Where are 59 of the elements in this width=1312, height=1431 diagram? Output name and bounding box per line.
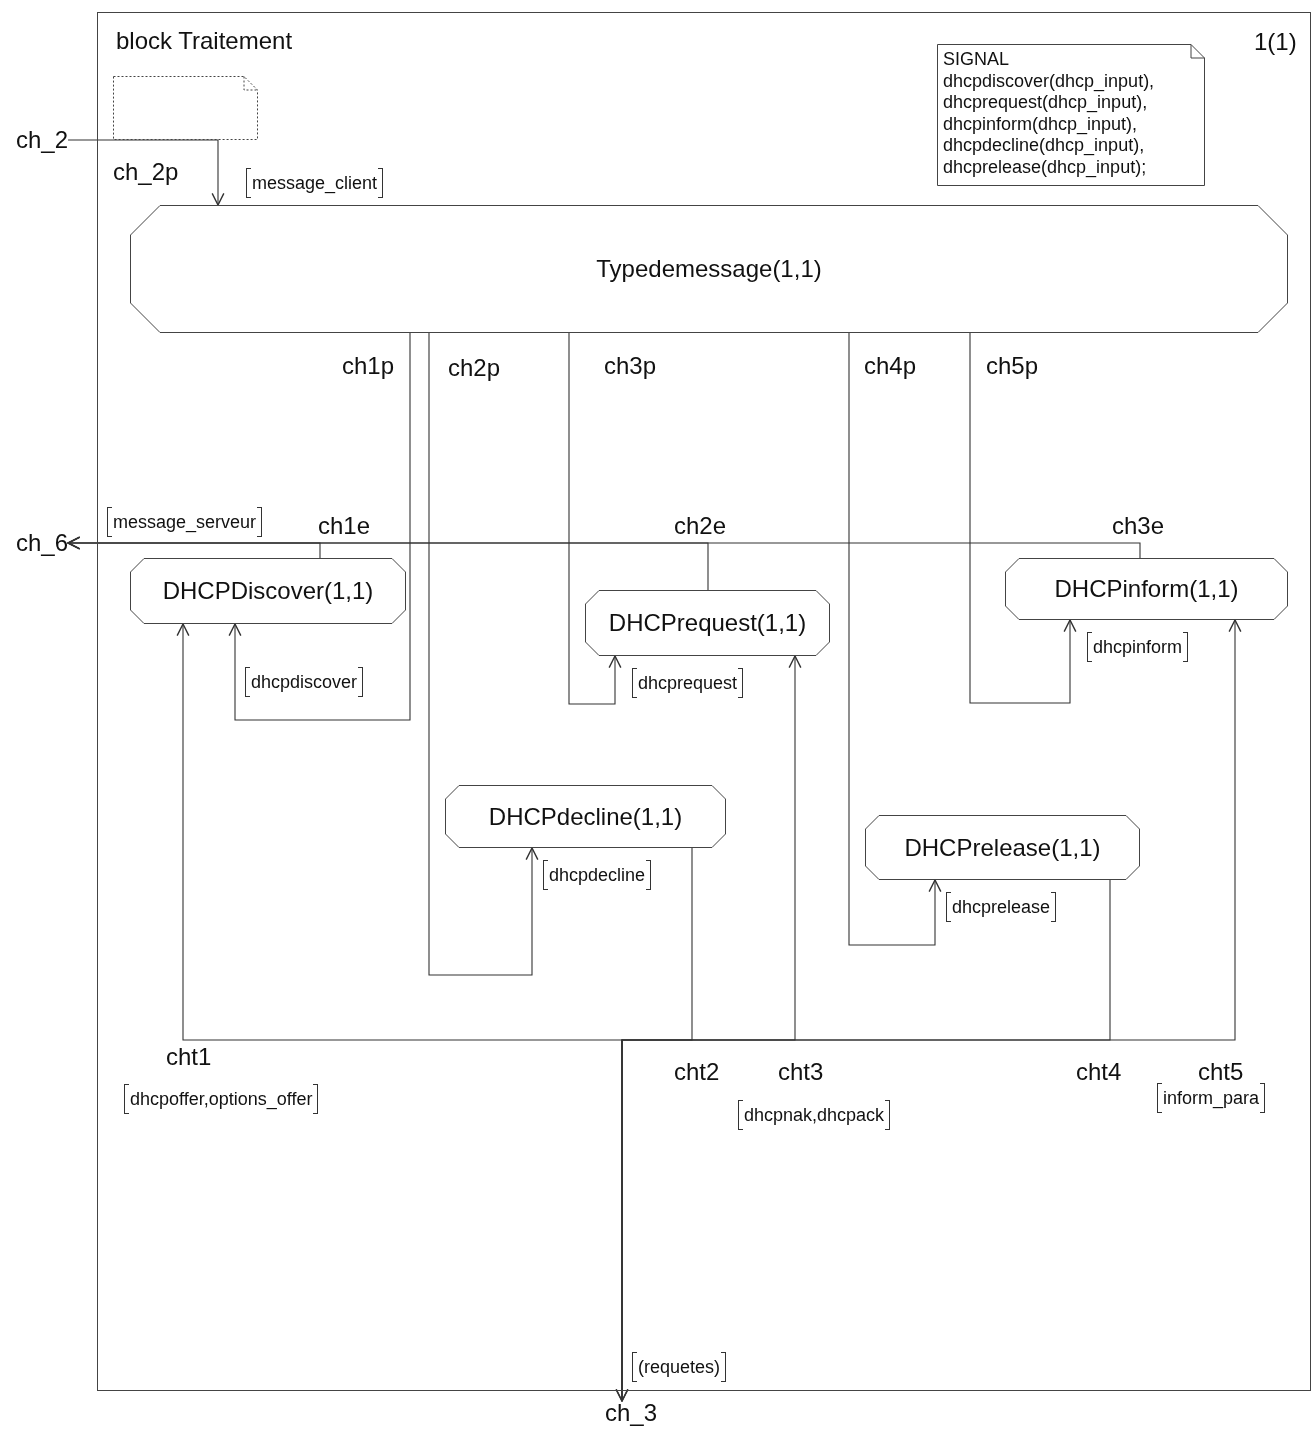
channel-name: ch3p bbox=[604, 354, 657, 378]
process-name: DHCPdecline(1,1) bbox=[488, 802, 683, 831]
signal-route-arrow bbox=[969, 332, 1077, 704]
signal-route-arrow bbox=[228, 332, 411, 721]
signal-declaration: dhcprequest(dhcp_input), bbox=[943, 92, 1149, 114]
signal-list-label: dhcpnak,dhcpack bbox=[738, 1100, 891, 1130]
signal-declaration-note bbox=[937, 44, 1205, 186]
channel-name: cht5 bbox=[1198, 1060, 1244, 1084]
signal-list-label: message_serveur bbox=[107, 507, 263, 537]
channel-name: ch1p bbox=[342, 354, 395, 378]
signal-list-label: dhcprelease bbox=[946, 892, 1057, 922]
signal-list-label: (requetes) bbox=[632, 1352, 727, 1382]
channel-name: ch_2p bbox=[113, 160, 179, 184]
signal-list-label: dhcpoffer,options_offer bbox=[124, 1084, 319, 1114]
process-name: DHCPrelease(1,1) bbox=[904, 833, 1101, 862]
signal-route-arrow bbox=[67, 139, 225, 206]
channel-name: ch2p bbox=[448, 356, 501, 380]
channel-name: ch1e bbox=[318, 514, 371, 538]
channel-name: ch3e bbox=[1112, 514, 1165, 538]
channel-name: ch_6 bbox=[16, 531, 69, 555]
channel-name: cht3 bbox=[778, 1060, 824, 1084]
page-number: 1(1) bbox=[1254, 30, 1297, 54]
channel-name: ch5p bbox=[986, 354, 1039, 378]
signal-list-label: inform_para bbox=[1157, 1083, 1266, 1113]
signal-list-label: dhcpdiscover bbox=[245, 667, 364, 697]
signal-declaration: dhcprelease(dhcp_input); bbox=[943, 156, 1148, 179]
signal-list-label: dhcpdecline bbox=[543, 860, 652, 890]
signal-list-label: message_client bbox=[246, 168, 384, 198]
note-heading: SIGNAL bbox=[943, 49, 1011, 71]
block-frame bbox=[97, 12, 1311, 1391]
signal-declaration: dhcpinform(dhcp_input), bbox=[943, 113, 1139, 136]
process-box bbox=[1005, 558, 1288, 620]
note-symbol bbox=[113, 76, 258, 140]
channel-name: ch_2 bbox=[16, 128, 69, 152]
channel-name: ch2e bbox=[674, 514, 727, 538]
signal-declaration: dhcpdiscover(dhcp_input), bbox=[943, 70, 1156, 93]
channel-name: cht4 bbox=[1076, 1060, 1122, 1084]
process-name: DHCPDiscover(1,1) bbox=[162, 577, 374, 605]
process-name: DHCPrequest(1,1) bbox=[608, 609, 807, 637]
signal-route-arrow bbox=[568, 332, 622, 705]
process-box bbox=[130, 205, 1288, 333]
channel-name: cht2 bbox=[674, 1060, 720, 1084]
process-box bbox=[445, 785, 726, 848]
channel-name: ch_3 bbox=[605, 1401, 658, 1425]
signal-route-arrow bbox=[428, 332, 539, 976]
process-box bbox=[130, 558, 406, 624]
channel-name: ch4p bbox=[864, 354, 917, 378]
signal-route-arrow bbox=[67, 536, 1141, 559]
process-box bbox=[585, 590, 830, 656]
signal-route-arrow bbox=[848, 332, 942, 946]
signal-route-arrow bbox=[615, 879, 1111, 1402]
process-name: Typedemessage(1,1) bbox=[596, 255, 822, 283]
signal-list-label: dhcprequest bbox=[632, 668, 744, 698]
signal-list-label: dhcpinform bbox=[1087, 632, 1189, 662]
process-box bbox=[865, 815, 1140, 880]
process-name: DHCPinform(1,1) bbox=[1054, 575, 1239, 603]
channel-name: cht1 bbox=[166, 1045, 212, 1069]
signal-declaration: dhcpdecline(dhcp_input), bbox=[943, 135, 1146, 157]
block-title: block Traitement bbox=[116, 29, 293, 53]
